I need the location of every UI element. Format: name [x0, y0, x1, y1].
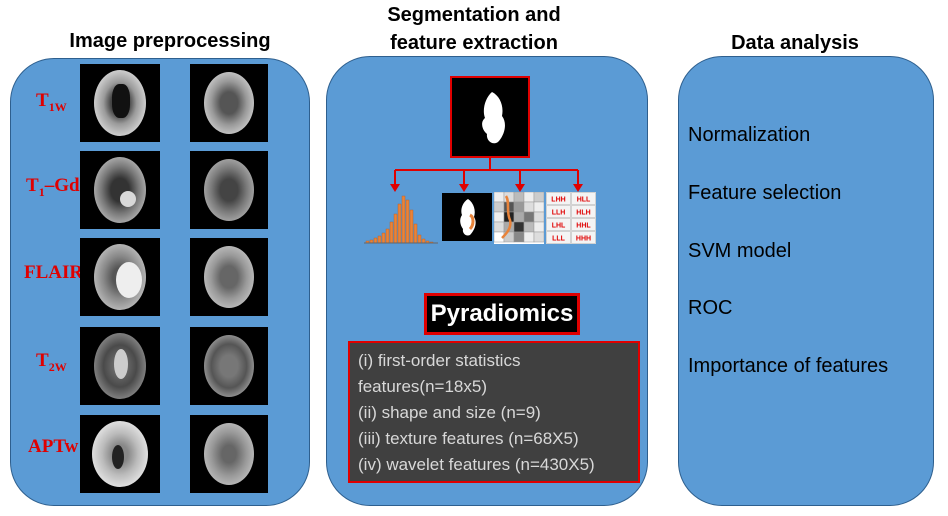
segmentation-mask [450, 76, 530, 158]
wavelet-band-label: LHH [551, 197, 565, 204]
analysis-panel [678, 56, 934, 506]
sequence-label-t1w: T1W [36, 90, 67, 114]
tumor-mask-shape [482, 92, 505, 144]
sequence-label-t1gd: T1–Gd [26, 175, 80, 199]
header-segmentation-line1: Segmentation and [387, 4, 561, 26]
mri-aptw-raw [80, 415, 160, 493]
mri-t2w-raw [80, 327, 160, 405]
pyradiomics-label: Pyradiomics [424, 293, 580, 335]
mri-t1w-raw [80, 64, 160, 142]
mri-t1gd-raw [80, 151, 160, 229]
wavelet-band-label: HHL [576, 223, 591, 230]
sequence-label-flair: FLAIR [24, 262, 84, 283]
wavelet-band-label: LLH [552, 210, 566, 217]
feature-item: (iv) wavelet features (n=430X5) [358, 455, 595, 474]
histogram-icon [364, 195, 438, 244]
sequence-label-aptw: APTw [28, 436, 79, 457]
analysis-step-importance: Importance of features [688, 355, 889, 377]
mri-t2w-processed [190, 327, 268, 405]
shape-feature-icon [442, 193, 492, 241]
branch-arrows [390, 158, 583, 192]
sequence-label-t2w: T2W [36, 350, 67, 374]
header-analysis: Data analysis [731, 32, 859, 54]
mri-t1gd-processed [190, 151, 268, 229]
wavelet-band-label: LHL [552, 223, 566, 230]
mri-aptw-processed [190, 415, 268, 493]
wavelet-grid-icon: LHH HLL LLH HLH LHL HHL LLL HHH [546, 192, 596, 244]
feature-item: (i) first-order statistics [358, 351, 521, 370]
mri-flair-raw [80, 238, 160, 316]
wavelet-band-label: HHH [576, 236, 591, 243]
feature-list-box: (i) first-order statistics features(n=18… [348, 341, 640, 483]
mri-flair-processed [190, 238, 268, 316]
analysis-step-roc: ROC [688, 297, 733, 319]
wavelet-band-label: HLL [577, 197, 591, 204]
analysis-step-svm-model: SVM model [688, 240, 792, 262]
texture-matrix-icon [493, 191, 545, 244]
header-segmentation-line2: feature extraction [390, 32, 558, 54]
wavelet-band-label: HLH [576, 210, 590, 217]
feature-item: (iii) texture features (n=68X5) [358, 429, 579, 448]
analysis-step-feature-selection: Feature selection [688, 182, 842, 204]
feature-item: (ii) shape and size (n=9) [358, 403, 541, 422]
header-preprocessing: Image preprocessing [69, 30, 271, 52]
wavelet-band-label: LLL [552, 236, 566, 243]
analysis-step-normalization: Normalization [688, 124, 811, 146]
mri-t1w-processed [190, 64, 268, 142]
feature-item: features(n=18x5) [358, 377, 487, 396]
